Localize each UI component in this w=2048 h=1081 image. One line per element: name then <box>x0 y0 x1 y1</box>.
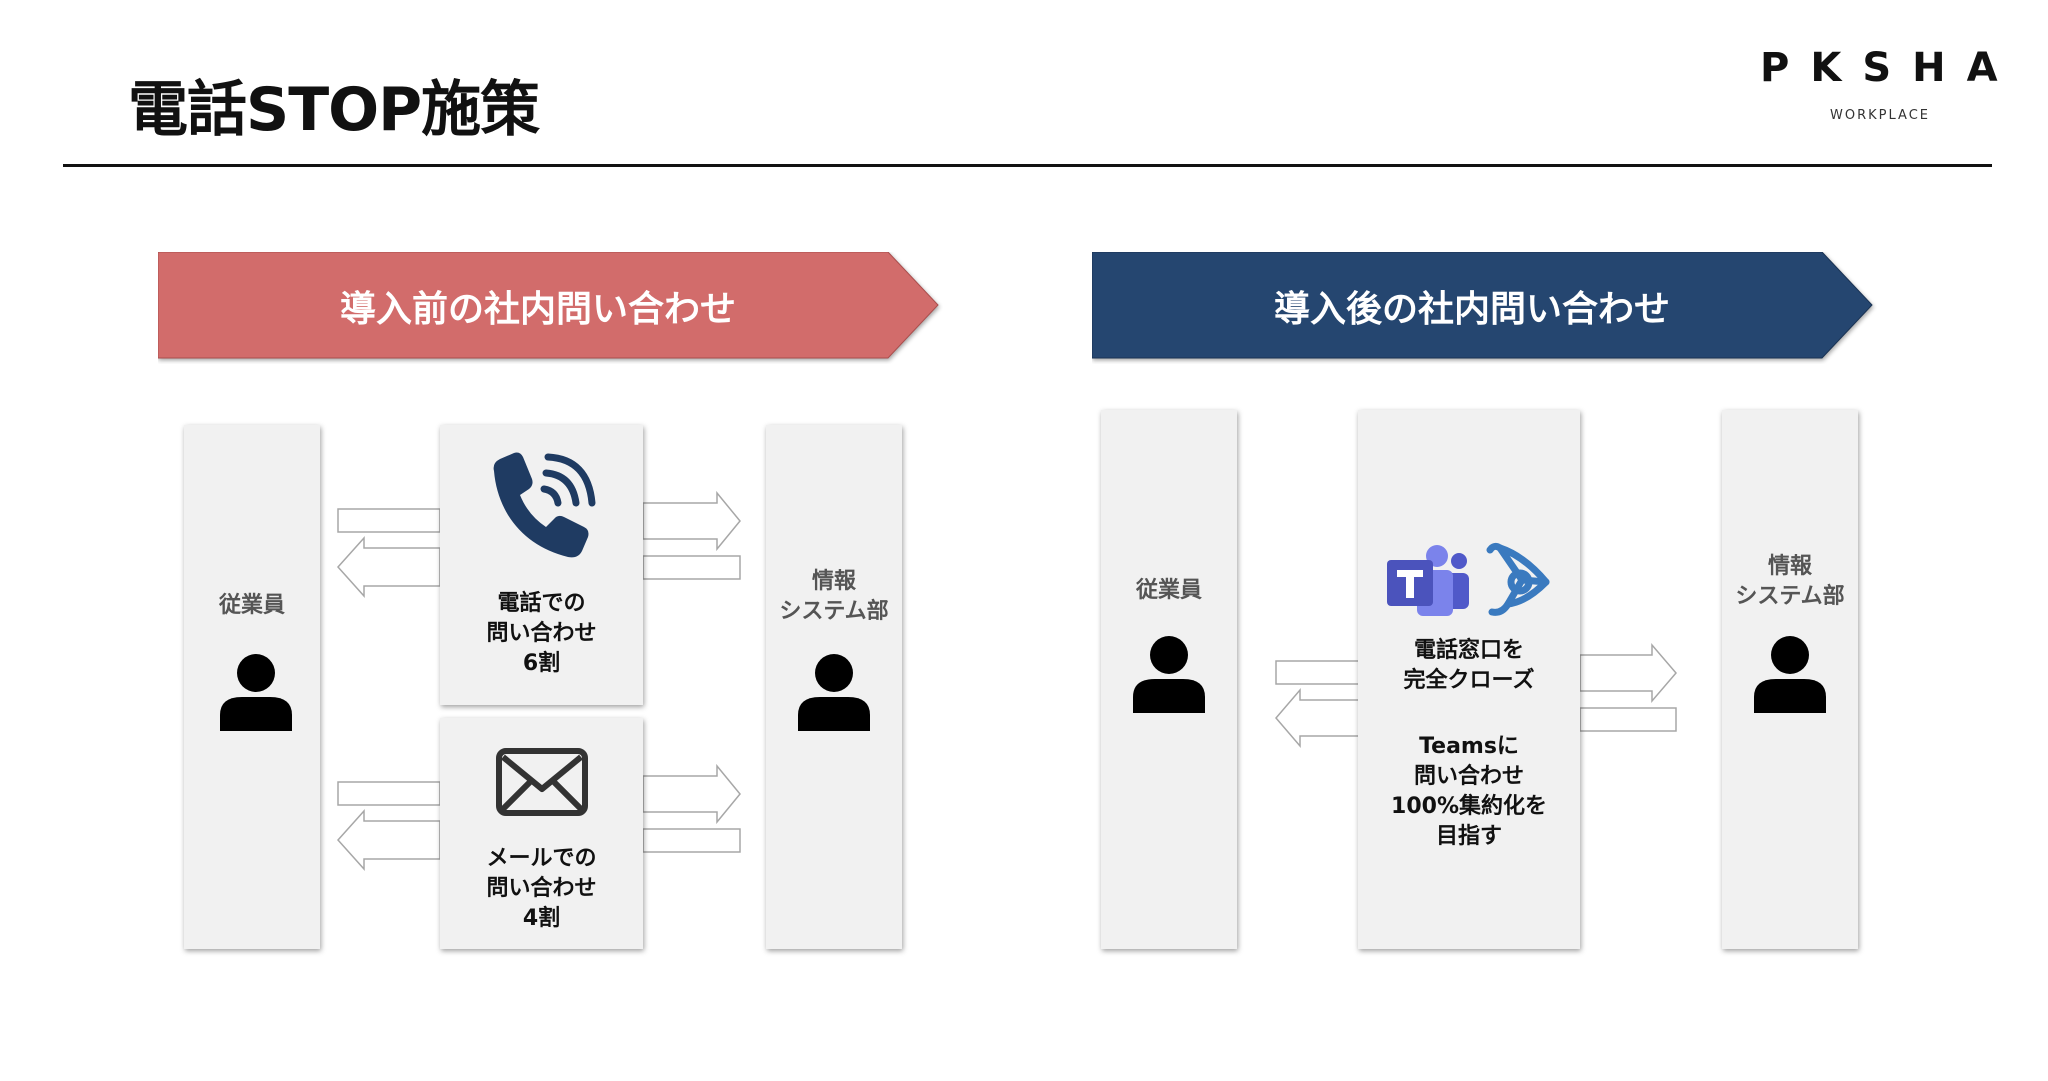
arrow-mail-to-it <box>642 763 741 825</box>
teams-consolidation-text: Teamsに 問い合わせ 100%集約化を 目指す <box>1391 734 1547 849</box>
after-employee-panel: 従業員 <box>1101 410 1237 949</box>
before-banner-shape <box>158 252 939 359</box>
before-it-label: 情報 システム部 <box>779 569 889 624</box>
teams-icon <box>1387 545 1469 616</box>
before-banner: 導入前の社内問い合わせ <box>158 252 939 360</box>
arrow-it-to-phone <box>642 555 741 580</box>
employee-person-icon <box>1133 636 1205 713</box>
mail-inquiry-panel: メールでの 問い合わせ 4割 <box>440 718 643 949</box>
pksha-bot-icon <box>1486 542 1550 616</box>
teams-center-panel: 電話窓口を 完全クローズ Teamsに 問い合わせ 100%集約化を 目指す <box>1358 410 1580 949</box>
before-employee-panel: 従業員 <box>184 425 320 949</box>
phone-inquiry-text: 電話での 問い合わせ 6割 <box>486 591 597 676</box>
arrow-it-to-mail <box>642 828 741 853</box>
arrow-phone-to-it <box>642 490 741 552</box>
employee-person-icon <box>220 654 292 731</box>
mail-icon <box>496 748 588 816</box>
arrow-phone-to-employee <box>336 536 441 598</box>
after-it-label: 情報 システム部 <box>1735 554 1845 609</box>
phone-icon <box>493 452 596 558</box>
arrow-mail-to-employee <box>336 809 441 871</box>
before-banner-label: 導入前の社内問い合わせ <box>339 289 736 330</box>
after-it-panel: 情報 システム部 <box>1722 410 1858 949</box>
teams-closure-text: 電話窓口を 完全クローズ <box>1403 638 1535 693</box>
arrow-it-to-teams <box>1579 707 1677 732</box>
it-person-icon <box>798 654 870 731</box>
pksha-logo: PKSHA WORKPLACE <box>1760 44 2000 123</box>
arrow-teams-to-it <box>1579 642 1677 704</box>
logo-subtitle: WORKPLACE <box>1830 108 1930 123</box>
after-employee-label: 従業員 <box>1135 578 1202 603</box>
mail-inquiry-text: メールでの 問い合わせ 4割 <box>486 846 597 931</box>
arrow-teams-to-employee <box>1275 687 1361 749</box>
header-divider <box>63 164 1992 167</box>
before-it-panel: 情報 システム部 <box>766 425 902 949</box>
after-banner-label: 導入後の社内問い合わせ <box>1273 289 1670 330</box>
arrow-employee-to-teams <box>1275 660 1361 685</box>
phone-inquiry-panel: 電話での 問い合わせ 6割 <box>440 425 643 705</box>
it-person-icon <box>1754 636 1826 713</box>
page-title: 電話STOP施策 <box>128 75 540 145</box>
logo-wordmark: PKSHA <box>1760 45 2019 91</box>
after-banner: 導入後の社内問い合わせ <box>1092 252 1873 360</box>
before-employee-label: 従業員 <box>218 593 285 618</box>
after-banner-shape <box>1092 252 1873 359</box>
